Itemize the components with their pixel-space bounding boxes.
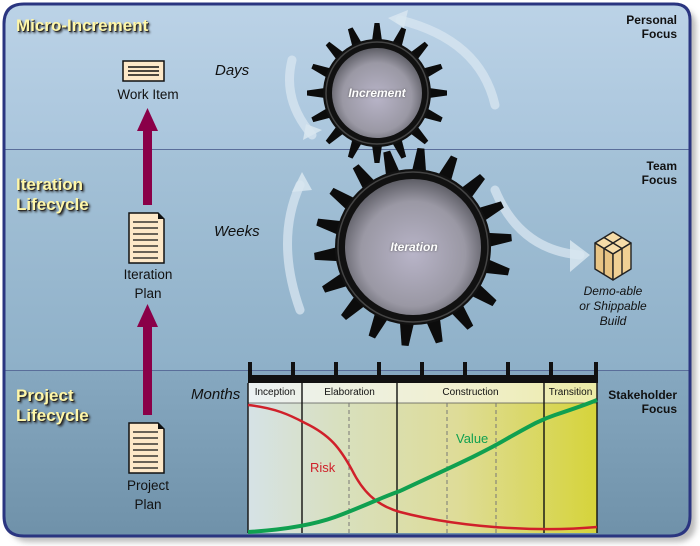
label-line: Iteration <box>123 267 173 282</box>
focus-line: Team <box>646 159 677 173</box>
focus-line: Focus <box>641 402 677 416</box>
value-curve <box>247 398 598 534</box>
gear-tooth <box>372 145 382 163</box>
gear-ring-highlight <box>337 171 489 323</box>
focus-line: Focus <box>641 27 677 41</box>
phase-elaboration: Elaboration <box>324 387 375 398</box>
iteration-plan-document-icon <box>128 212 165 264</box>
gear-tooth <box>368 313 388 339</box>
band-title-line: Project <box>16 386 74 405</box>
project-plan-document-icon <box>128 422 165 474</box>
gear-tooth <box>487 232 512 247</box>
lifecycle-chart <box>247 362 598 534</box>
timescale-months: Months <box>191 386 241 403</box>
focus-line: Personal <box>626 13 677 27</box>
band-title-line: Lifecycle <box>16 195 89 214</box>
gear-tooth <box>429 88 447 98</box>
phase-construction: Construction <box>442 387 499 398</box>
gear-tooth <box>372 23 382 41</box>
gear-tooth <box>322 273 348 293</box>
build-box-icon <box>594 231 632 281</box>
gear-tooth <box>423 63 443 78</box>
timescale-weeks: Weeks <box>214 223 260 240</box>
label-line: Project <box>126 478 170 493</box>
ruler-ticks <box>248 362 598 376</box>
gear-tooth <box>316 218 342 235</box>
personal-focus-label: Personal Focus <box>626 13 677 41</box>
gear-tooth <box>314 247 339 262</box>
rotation-arrowhead <box>292 172 312 192</box>
chart-background <box>248 383 597 533</box>
gear-tooth <box>392 139 407 159</box>
gear-hub <box>332 48 422 138</box>
focus-line: Focus <box>641 173 677 187</box>
work-item-label: Work Item <box>117 87 179 102</box>
band-title-micro-increment: Micro-Increment <box>16 16 149 35</box>
band-title-project-lifecycle: Project Lifecycle <box>16 386 89 426</box>
gear-tooth <box>311 63 331 78</box>
project-plan-label: Project Plan <box>103 476 193 514</box>
gear-tooth <box>399 322 414 346</box>
band-title-iteration-lifecycle: Iteration Lifecycle <box>16 175 89 215</box>
promotion-arrows <box>137 108 158 415</box>
phase-dividers <box>247 383 598 533</box>
gear-tooth <box>438 155 458 181</box>
risk-curve <box>247 403 598 531</box>
promotion-arrow-shaft <box>143 130 152 205</box>
build-label: Demo-able or Shippable Build <box>563 284 663 329</box>
frame-border <box>2 2 692 538</box>
gear-tooth <box>484 259 510 276</box>
work-item-icon <box>122 60 165 82</box>
gear-tooth <box>307 88 325 98</box>
gear-tooth <box>347 139 362 159</box>
rotation-arrow <box>283 180 305 315</box>
gear-tooth <box>412 148 427 172</box>
gear-tooth <box>423 108 443 123</box>
timeline-ruler <box>248 375 598 383</box>
band-title-line: Iteration <box>16 175 84 194</box>
promotion-arrow-shaft <box>143 325 152 415</box>
label-line: Plan <box>134 497 162 512</box>
promotion-arrowhead <box>137 108 158 131</box>
rotation-arrow <box>395 15 500 110</box>
phase-header-row <box>248 383 597 403</box>
increment-gear-label: Increment <box>348 86 406 100</box>
deliver-arrowhead <box>570 240 590 272</box>
risk-label: Risk <box>310 460 336 475</box>
iteration-plan-label: Iteration Plan <box>103 265 193 303</box>
iteration-gear <box>314 148 512 346</box>
gear-tooth <box>347 27 362 47</box>
phase-transition: Transition <box>548 387 593 398</box>
team-focus-label: Team Focus <box>642 159 677 187</box>
gear-ring-highlight <box>325 41 429 145</box>
promotion-arrowhead <box>137 304 158 327</box>
label-line: Plan <box>134 286 162 301</box>
gear-tooth <box>383 150 400 176</box>
gear-hub <box>345 179 481 315</box>
focus-line: Stakeholder <box>608 388 677 402</box>
stakeholder-focus-label: Stakeholder Focus <box>608 388 677 416</box>
increment-gear <box>307 23 447 163</box>
iteration-gear-label: Iteration <box>390 240 438 254</box>
gear-tooth <box>311 108 331 123</box>
phase-inception: Inception <box>254 387 296 398</box>
timescale-days: Days <box>215 62 250 79</box>
gear-tooth <box>426 318 443 344</box>
gear-tooth <box>478 201 504 221</box>
label-line: Demo-able <box>583 284 643 298</box>
label-line: or Shippable <box>579 299 647 313</box>
rotation-arrowhead <box>388 10 408 28</box>
rotation-arrowhead <box>303 124 322 140</box>
gear-tooth <box>392 27 407 47</box>
value-label: Value <box>456 431 489 446</box>
label-line: Build <box>599 314 627 328</box>
band-title-line: Lifecycle <box>16 406 89 425</box>
